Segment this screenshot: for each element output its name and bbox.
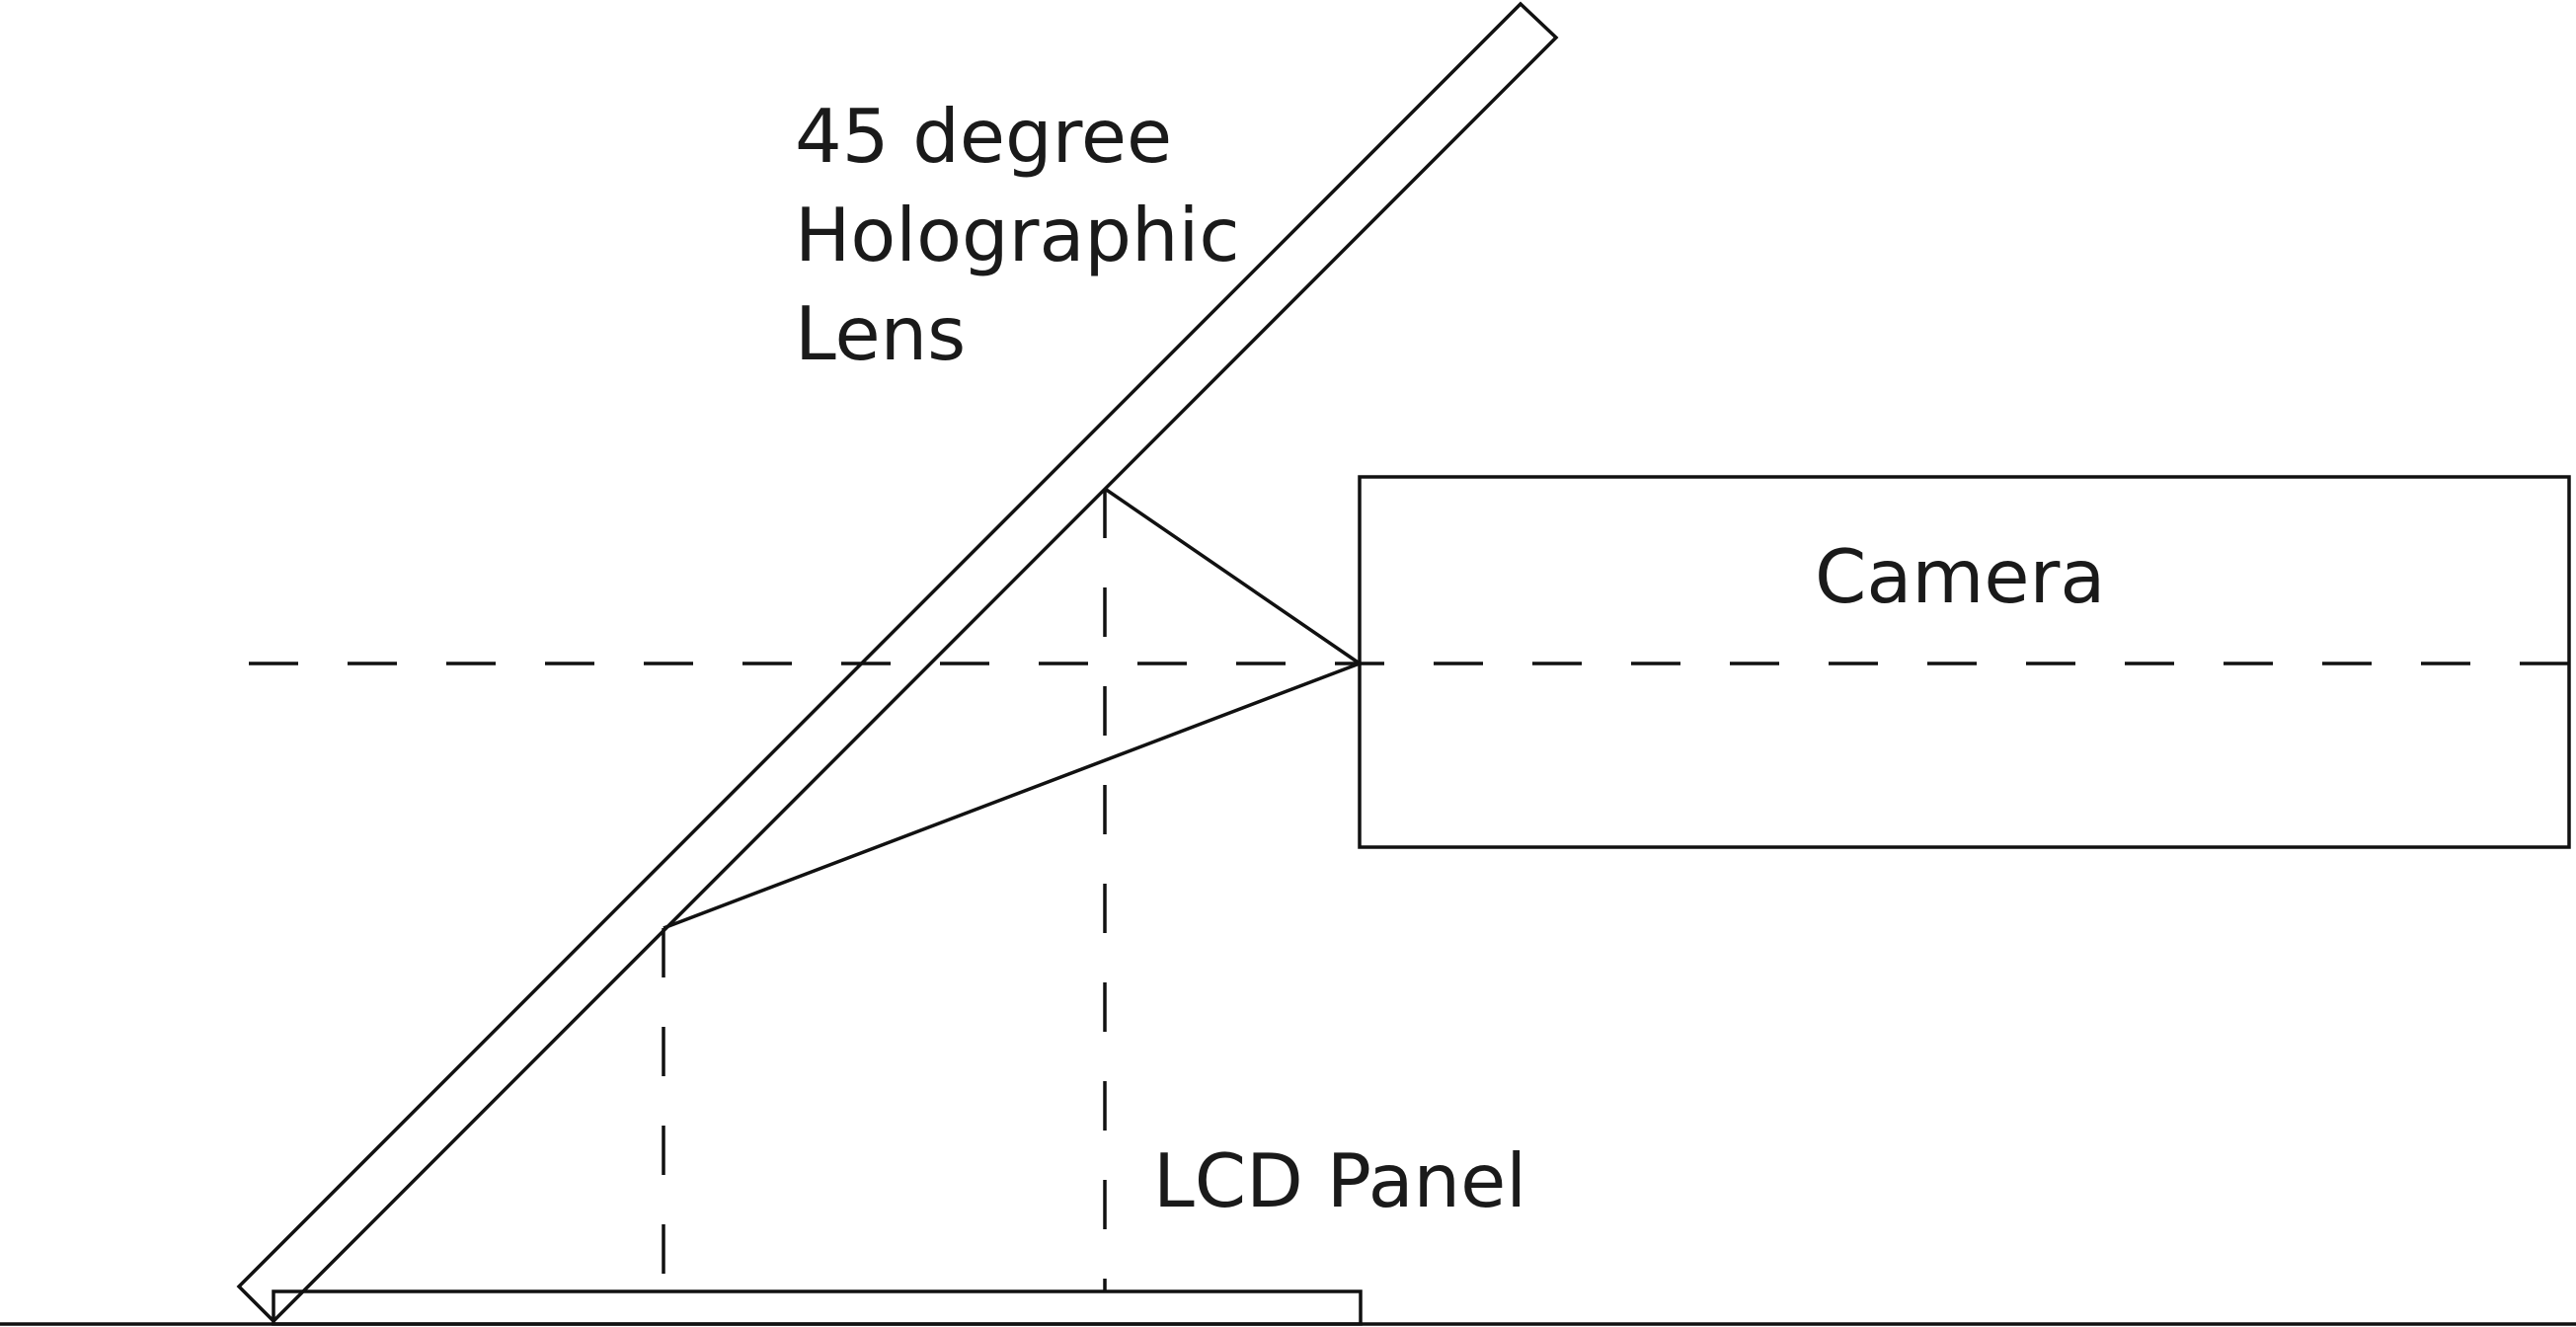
lcd-panel-label: LCD Panel xyxy=(1153,1137,1526,1224)
reflected-ray-upper xyxy=(1104,487,1361,665)
reflected-ray-lower xyxy=(663,662,1361,930)
lens-label-line1: 45 degree xyxy=(795,93,1172,180)
lens-label-line3: Lens xyxy=(795,290,966,377)
camera-label: Camera xyxy=(1815,533,2105,620)
lcd-panel xyxy=(272,1289,1363,1326)
holographic-lens xyxy=(236,1,1559,1324)
lens-label-line2: Holographic xyxy=(795,192,1240,278)
